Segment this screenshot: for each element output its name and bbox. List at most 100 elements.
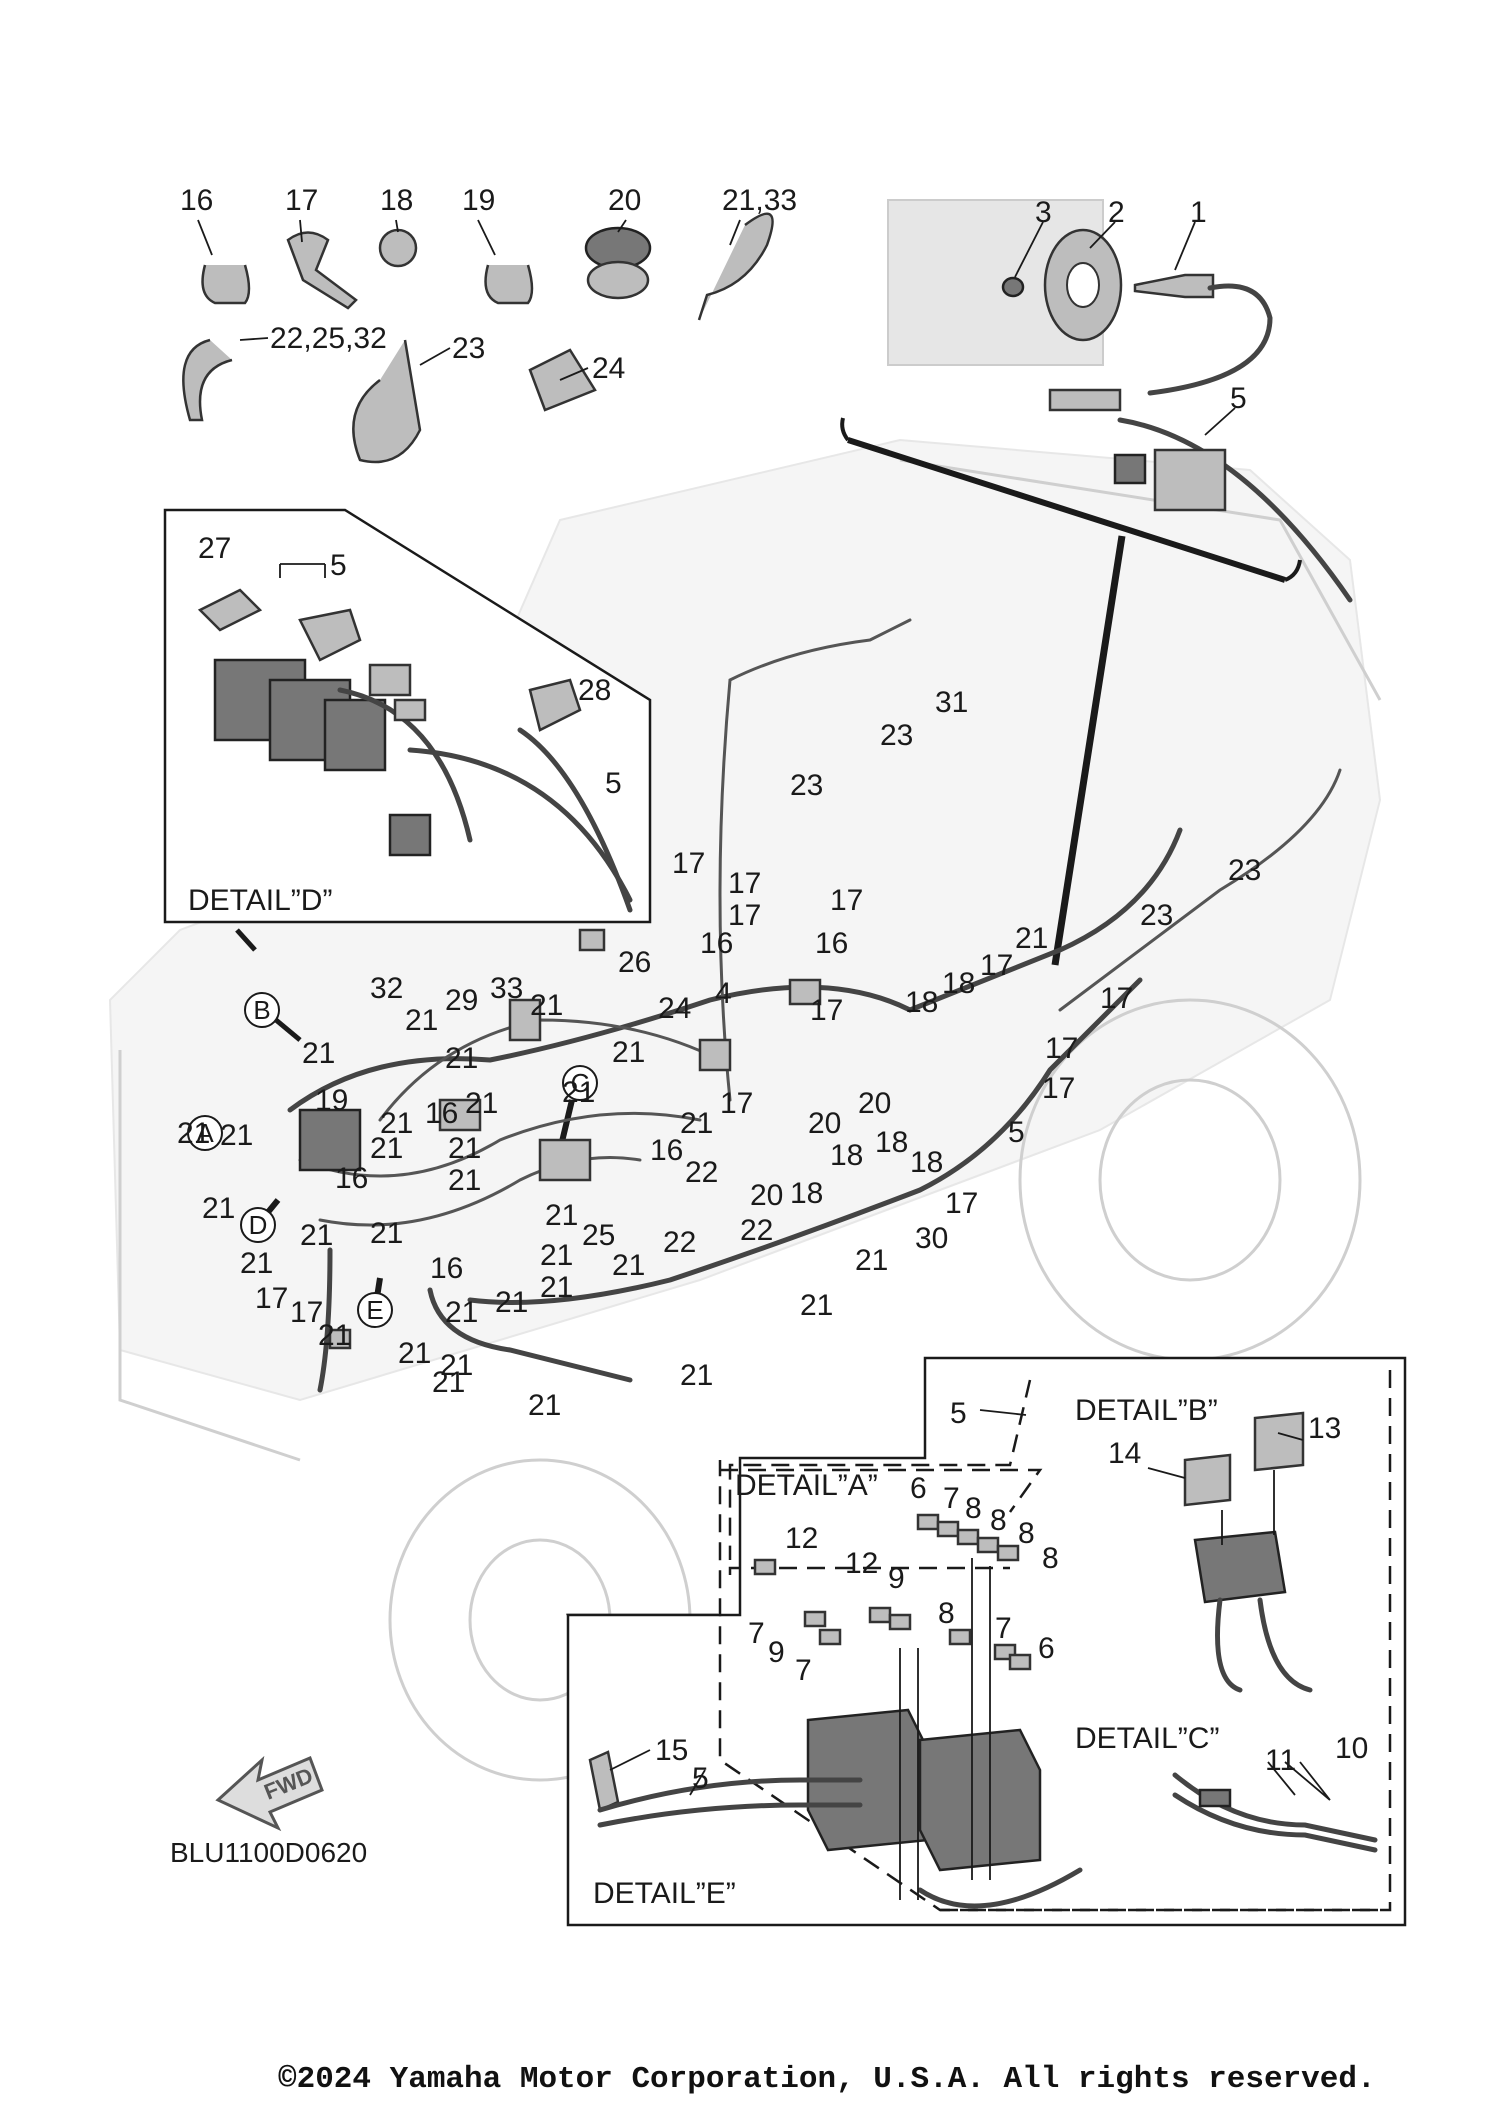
ground-terminal-group <box>588 1749 863 1828</box>
callout: 9 <box>768 1636 785 1669</box>
forward-arrow-icon: FWD <box>215 1755 324 1832</box>
callout: 17 <box>728 899 761 932</box>
callout: 7 <box>795 1654 812 1687</box>
callout: 30 <box>915 1222 948 1255</box>
callout: 24 <box>592 352 625 385</box>
callout: 21 <box>220 1119 253 1152</box>
callout: 20 <box>808 1107 841 1140</box>
callout: 7 <box>748 1617 765 1650</box>
callout: 21 <box>370 1132 403 1165</box>
callout: 22,25,32 <box>270 322 387 355</box>
callout: 2 <box>1108 196 1125 229</box>
callout: 23 <box>790 769 823 802</box>
callout: 19 <box>315 1084 348 1117</box>
wire-segment-group <box>1172 1761 1378 1853</box>
marker-c: C <box>571 1068 590 1098</box>
callout: 21 <box>612 1036 645 1069</box>
callout: 17 <box>285 184 318 217</box>
callout: 20 <box>858 1087 891 1120</box>
sensor-and-grommet-group <box>1001 228 1353 603</box>
callout: 16 <box>425 1097 458 1130</box>
detail-d-panel <box>163 508 652 924</box>
detail-locator-markers: A B C D E <box>187 992 598 1328</box>
callout: 17 <box>830 884 863 917</box>
relay-group <box>1183 1411 1313 1693</box>
callout: 17 <box>980 949 1013 982</box>
callout: 22 <box>740 1214 773 1247</box>
callout: 6 <box>1038 1632 1055 1665</box>
callout: 16 <box>700 927 733 960</box>
copyright-notice: ©2024 Yamaha Motor Corporation, U.S.A. A… <box>278 2062 1376 2097</box>
callout: 22 <box>663 1226 696 1259</box>
callout: 22 <box>685 1156 718 1189</box>
callout: 21 <box>562 1076 595 1109</box>
callout: 21 <box>612 1249 645 1282</box>
detail-a-label: DETAIL”A” <box>735 1469 878 1502</box>
callout: 17 <box>810 994 843 1027</box>
detail-b-label: DETAIL”B” <box>1075 1394 1218 1427</box>
callout: 21 <box>318 1319 351 1352</box>
callout: 17 <box>290 1296 323 1329</box>
callout: 16 <box>335 1162 368 1195</box>
callout: 16 <box>815 927 848 960</box>
callout: 21 <box>800 1289 833 1322</box>
callout: 18 <box>875 1126 908 1159</box>
callout: 21 <box>445 1296 478 1329</box>
callout: 21 <box>240 1247 273 1280</box>
callout: 21 <box>448 1164 481 1197</box>
callout: 5 <box>605 767 622 800</box>
callout: 16 <box>180 184 213 217</box>
callout: 5 <box>950 1397 967 1430</box>
callout: 3 <box>1035 196 1052 229</box>
callout: 18 <box>910 1146 943 1179</box>
callout: 7 <box>943 1482 960 1515</box>
callout: 21 <box>680 1107 713 1140</box>
callout: 18 <box>942 967 975 1000</box>
callout: 27 <box>198 532 231 565</box>
detail-e-label: DETAIL”E” <box>593 1877 736 1910</box>
callout: 5 <box>692 1762 709 1795</box>
callout: 23 <box>1140 899 1173 932</box>
callout: 23 <box>452 332 485 365</box>
callout-leaders <box>197 219 1304 1479</box>
callout: 17 <box>728 867 761 900</box>
callout: 21 <box>300 1219 333 1252</box>
callout: 14 <box>1108 1437 1141 1470</box>
callout: 21 <box>540 1271 573 1304</box>
callout: 5 <box>1230 382 1247 415</box>
callout: 21 <box>202 1192 235 1225</box>
callout: 18 <box>905 986 938 1019</box>
callout: 21 <box>1015 922 1048 955</box>
diagram-code: BLU1100D0620 <box>170 1837 367 1868</box>
callout: 18 <box>790 1177 823 1210</box>
callout: 17 <box>945 1187 978 1220</box>
callout: 24 <box>658 992 691 1025</box>
marker-e: E <box>366 1295 383 1325</box>
callout: 1 <box>1190 196 1207 229</box>
callout: 5 <box>330 549 347 582</box>
callout: 20 <box>750 1179 783 1212</box>
callout: 8 <box>965 1492 982 1525</box>
callout: 21 <box>528 1389 561 1422</box>
callout: 10 <box>1335 1732 1368 1765</box>
callout: 21 <box>370 1217 403 1250</box>
callout: 21 <box>380 1107 413 1140</box>
callout: 17 <box>255 1282 288 1315</box>
callout: 21 <box>440 1349 473 1382</box>
callout: 21 <box>855 1244 888 1277</box>
callout: 17 <box>720 1087 753 1120</box>
callout: 5 <box>1008 1116 1025 1149</box>
marker-d: D <box>249 1210 268 1240</box>
callout: 23 <box>1228 854 1261 887</box>
callout: 21 <box>495 1286 528 1319</box>
callout: 21 <box>432 1366 465 1399</box>
callout: 21 <box>302 1037 335 1070</box>
callout: 8 <box>1042 1542 1059 1575</box>
callout-numbers: 16 17 18 19 20 21,33 22,25,32 23 24 3 2 … <box>177 184 1368 1795</box>
callout: 16 <box>430 1252 463 1285</box>
callout: 12 <box>845 1547 878 1580</box>
callout: 18 <box>380 184 413 217</box>
callout: 9 <box>888 1562 905 1595</box>
callout: 20 <box>608 184 641 217</box>
